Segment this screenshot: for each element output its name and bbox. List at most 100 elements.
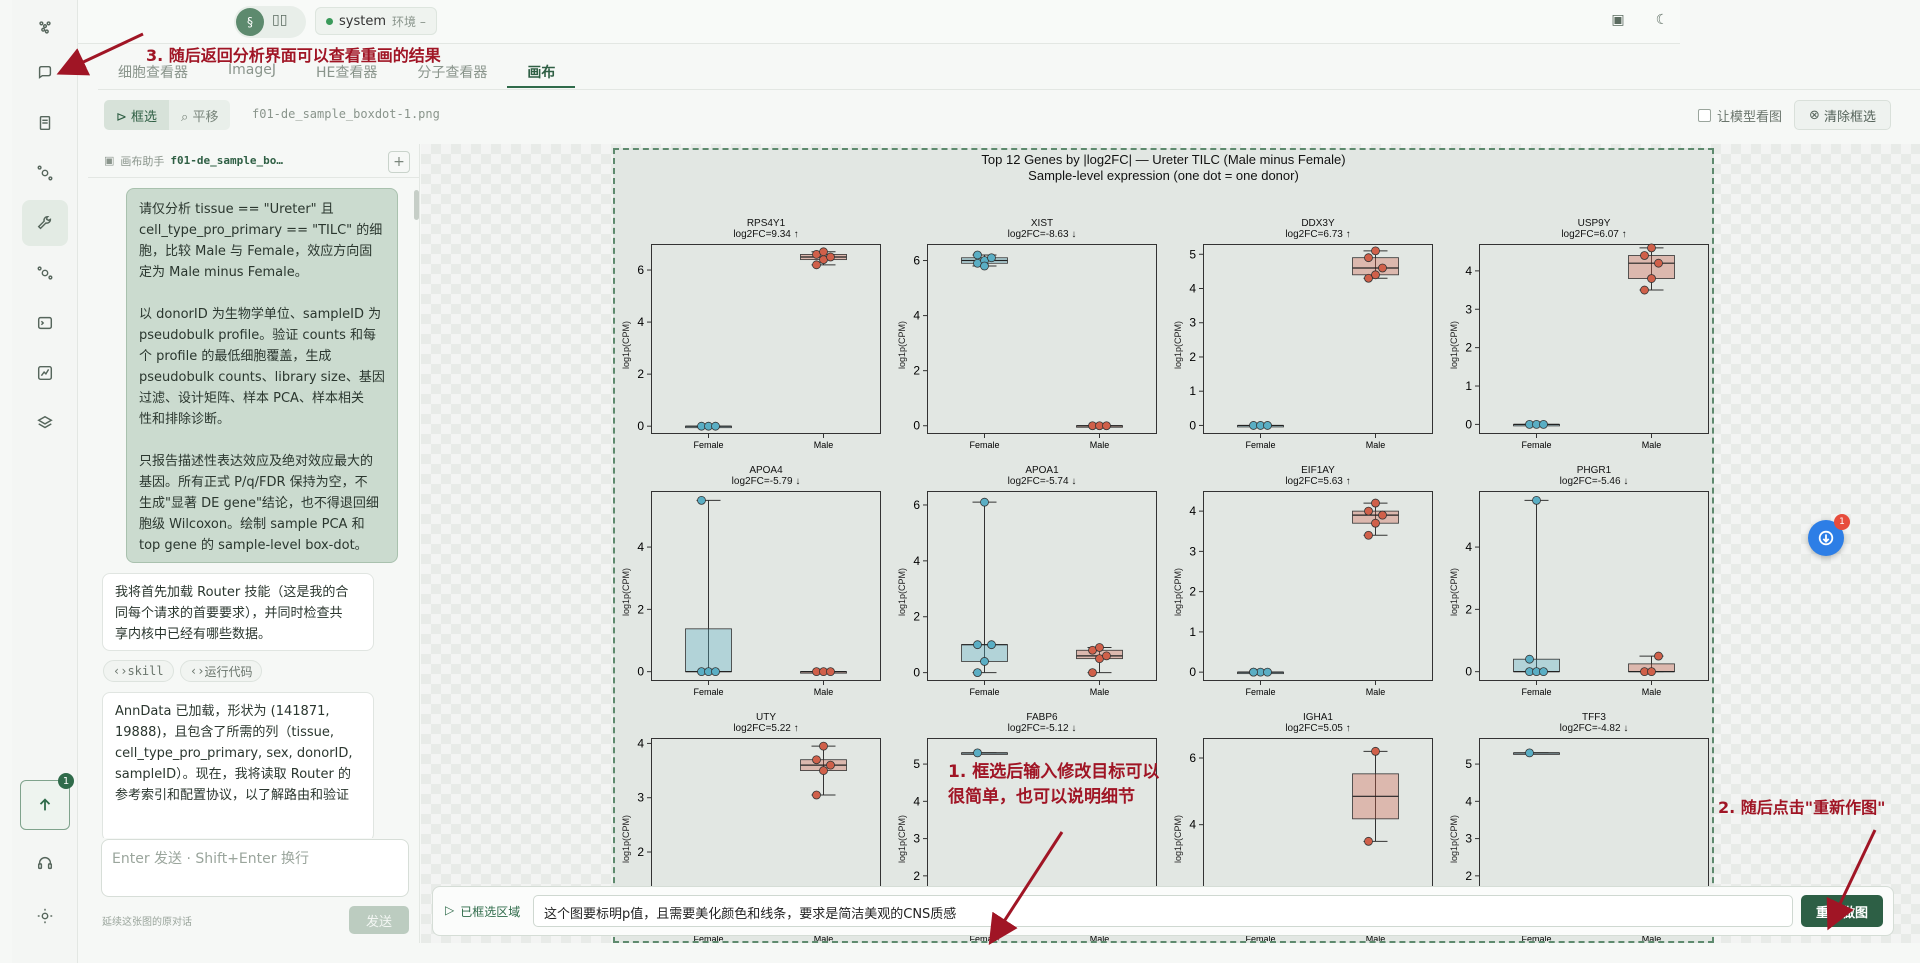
mode-toggle[interactable]: § ▯▯ bbox=[234, 6, 306, 38]
tab-he-viewer[interactable]: HE查看器 bbox=[315, 65, 378, 81]
donor-dot bbox=[980, 497, 989, 507]
molecule-icon[interactable] bbox=[22, 250, 68, 296]
donor-dot bbox=[1532, 495, 1541, 505]
fab-badge: 1 bbox=[1834, 514, 1850, 530]
book-icon[interactable]: ▯▯ bbox=[272, 12, 288, 28]
y-tick-label: 4 bbox=[1189, 282, 1196, 296]
x-tick-label: Female bbox=[693, 440, 723, 450]
donor-dot bbox=[980, 261, 989, 271]
y-tick-label: 2 bbox=[637, 602, 644, 616]
nodes-icon[interactable] bbox=[22, 150, 68, 196]
chat-header: ▣ 画布助手 f01-de_sample_bo… + bbox=[88, 144, 420, 178]
donor-dot bbox=[1364, 530, 1373, 540]
canvas-assistant-panel: ▣ 画布助手 f01-de_sample_bo… + 请仅分析 tissue =… bbox=[88, 144, 420, 943]
environment-selector[interactable]: system 环境 – bbox=[315, 7, 437, 35]
layers-icon[interactable] bbox=[22, 400, 68, 446]
panel-plot bbox=[1203, 244, 1433, 434]
redraw-button[interactable]: 重新做图 bbox=[1801, 895, 1883, 927]
gene-label: RPS4Y1 bbox=[746, 218, 786, 229]
y-tick-label: 4 bbox=[1189, 504, 1196, 518]
chat-scrollbar[interactable] bbox=[414, 190, 419, 220]
skill-chip[interactable]: ‹› skill bbox=[103, 660, 174, 682]
tab-molecule-viewer[interactable]: 分子查看器 bbox=[417, 65, 488, 81]
region-edit-bar: ▷已框选区域 这个图要标明p值，且需要美化颜色和线条，要求是简洁美观的CNS质感… bbox=[432, 886, 1894, 936]
logo-icon bbox=[22, 4, 68, 50]
y-tick-label: 4 bbox=[637, 315, 644, 329]
gene-label: UTY bbox=[756, 712, 776, 723]
donor-dot bbox=[1378, 263, 1387, 273]
tab-canvas[interactable]: 画布 bbox=[507, 56, 576, 88]
panel-toggle-icon[interactable]: ▣ bbox=[1611, 12, 1625, 28]
chat-input[interactable]: Enter 发送 · Shift+Enter 换行 bbox=[101, 839, 409, 897]
box bbox=[685, 628, 732, 673]
sun-icon[interactable] bbox=[22, 893, 68, 939]
x-tick-label: Female bbox=[1245, 440, 1275, 450]
send-button[interactable]: 发送 bbox=[349, 906, 409, 934]
edit-instruction-input[interactable]: 这个图要标明p值，且需要美化颜色和线条，要求是简洁美观的CNS质感 bbox=[533, 895, 1793, 927]
y-tick-label: 0 bbox=[913, 666, 920, 680]
upload-button[interactable]: 1 bbox=[20, 773, 74, 830]
assistant-fab[interactable]: 1 bbox=[1808, 514, 1850, 556]
x-tick-label: Male bbox=[1366, 440, 1386, 450]
donor-dot bbox=[1371, 746, 1380, 756]
donor-dot bbox=[987, 253, 996, 263]
terminal-icon[interactable] bbox=[22, 300, 68, 346]
chart-icon[interactable] bbox=[22, 350, 68, 396]
dna-icon[interactable]: § bbox=[236, 8, 264, 36]
panel-plot bbox=[927, 244, 1157, 434]
selected-region-label: ▷已框选区域 bbox=[445, 903, 521, 919]
donor-dot bbox=[1263, 667, 1272, 677]
donor-dot bbox=[987, 640, 996, 650]
x-tick-label: Male bbox=[814, 687, 834, 697]
clear-selection-button[interactable]: ⊗ 清除框选 bbox=[1794, 100, 1892, 130]
y-tick-label: 0 bbox=[637, 419, 644, 433]
figure-image[interactable]: Top 12 Genes by |log2FC| — Ureter TILC (… bbox=[613, 148, 1714, 943]
new-chat-button[interactable]: + bbox=[388, 151, 410, 173]
headset-icon[interactable] bbox=[22, 840, 68, 886]
let-model-see-checkbox[interactable]: 让模型看图 bbox=[1698, 106, 1782, 125]
donor-dot bbox=[819, 741, 828, 751]
checkbox-icon[interactable] bbox=[1698, 109, 1711, 122]
moon-icon[interactable]: ☾ bbox=[1655, 12, 1669, 28]
panel-plot bbox=[1479, 491, 1709, 681]
donor-dot bbox=[1371, 498, 1380, 508]
file-name: f01-de_sample_boxdot-1.png bbox=[252, 107, 440, 121]
donor-dot bbox=[1525, 654, 1534, 664]
user-message: 请仅分析 tissue == "Ureter" 且 cell_type_pro_… bbox=[126, 188, 398, 563]
x-tick-label: Male bbox=[1366, 934, 1386, 943]
donor-dot bbox=[1249, 667, 1258, 677]
stat-label: log2FC=9.34 ↑ bbox=[733, 229, 799, 240]
left-rail: 1 bbox=[12, 0, 78, 963]
donor-dot bbox=[980, 657, 989, 666]
notebook-icon[interactable] bbox=[22, 100, 68, 146]
donor-dot bbox=[711, 421, 720, 431]
run-code-chip[interactable]: ‹› 运行代码 bbox=[180, 660, 263, 682]
tab-imagej[interactable]: ImageJ bbox=[228, 62, 276, 78]
donor-dot bbox=[1371, 246, 1380, 256]
donor-dot bbox=[1364, 836, 1373, 846]
y-tick-label: 3 bbox=[1465, 302, 1472, 316]
y-tick-label: 2 bbox=[913, 610, 920, 624]
gene-label: PHGR1 bbox=[1576, 465, 1612, 476]
chat-icon[interactable] bbox=[22, 50, 68, 96]
panel-plot bbox=[651, 491, 881, 681]
donor-dot bbox=[1654, 258, 1663, 268]
pan-tool-button[interactable]: ⌕ 平移 bbox=[181, 110, 219, 125]
y-tick-label: 2 bbox=[1189, 585, 1196, 599]
canvas-area[interactable]: Top 12 Genes by |log2FC| — Ureter TILC (… bbox=[421, 144, 1920, 943]
wrench-icon[interactable] bbox=[22, 200, 68, 246]
chat-messages[interactable]: 请仅分析 tissue == "Ureter" 且 cell_type_pro_… bbox=[88, 184, 420, 838]
y-tick-label: 2 bbox=[913, 869, 920, 883]
select-tool-button[interactable]: ⊳ 框选 bbox=[104, 100, 170, 130]
assistant-message: 我将首先加载 Router 技能（这是我的合 同每个请求的首要要求），并同时检查… bbox=[102, 573, 374, 651]
